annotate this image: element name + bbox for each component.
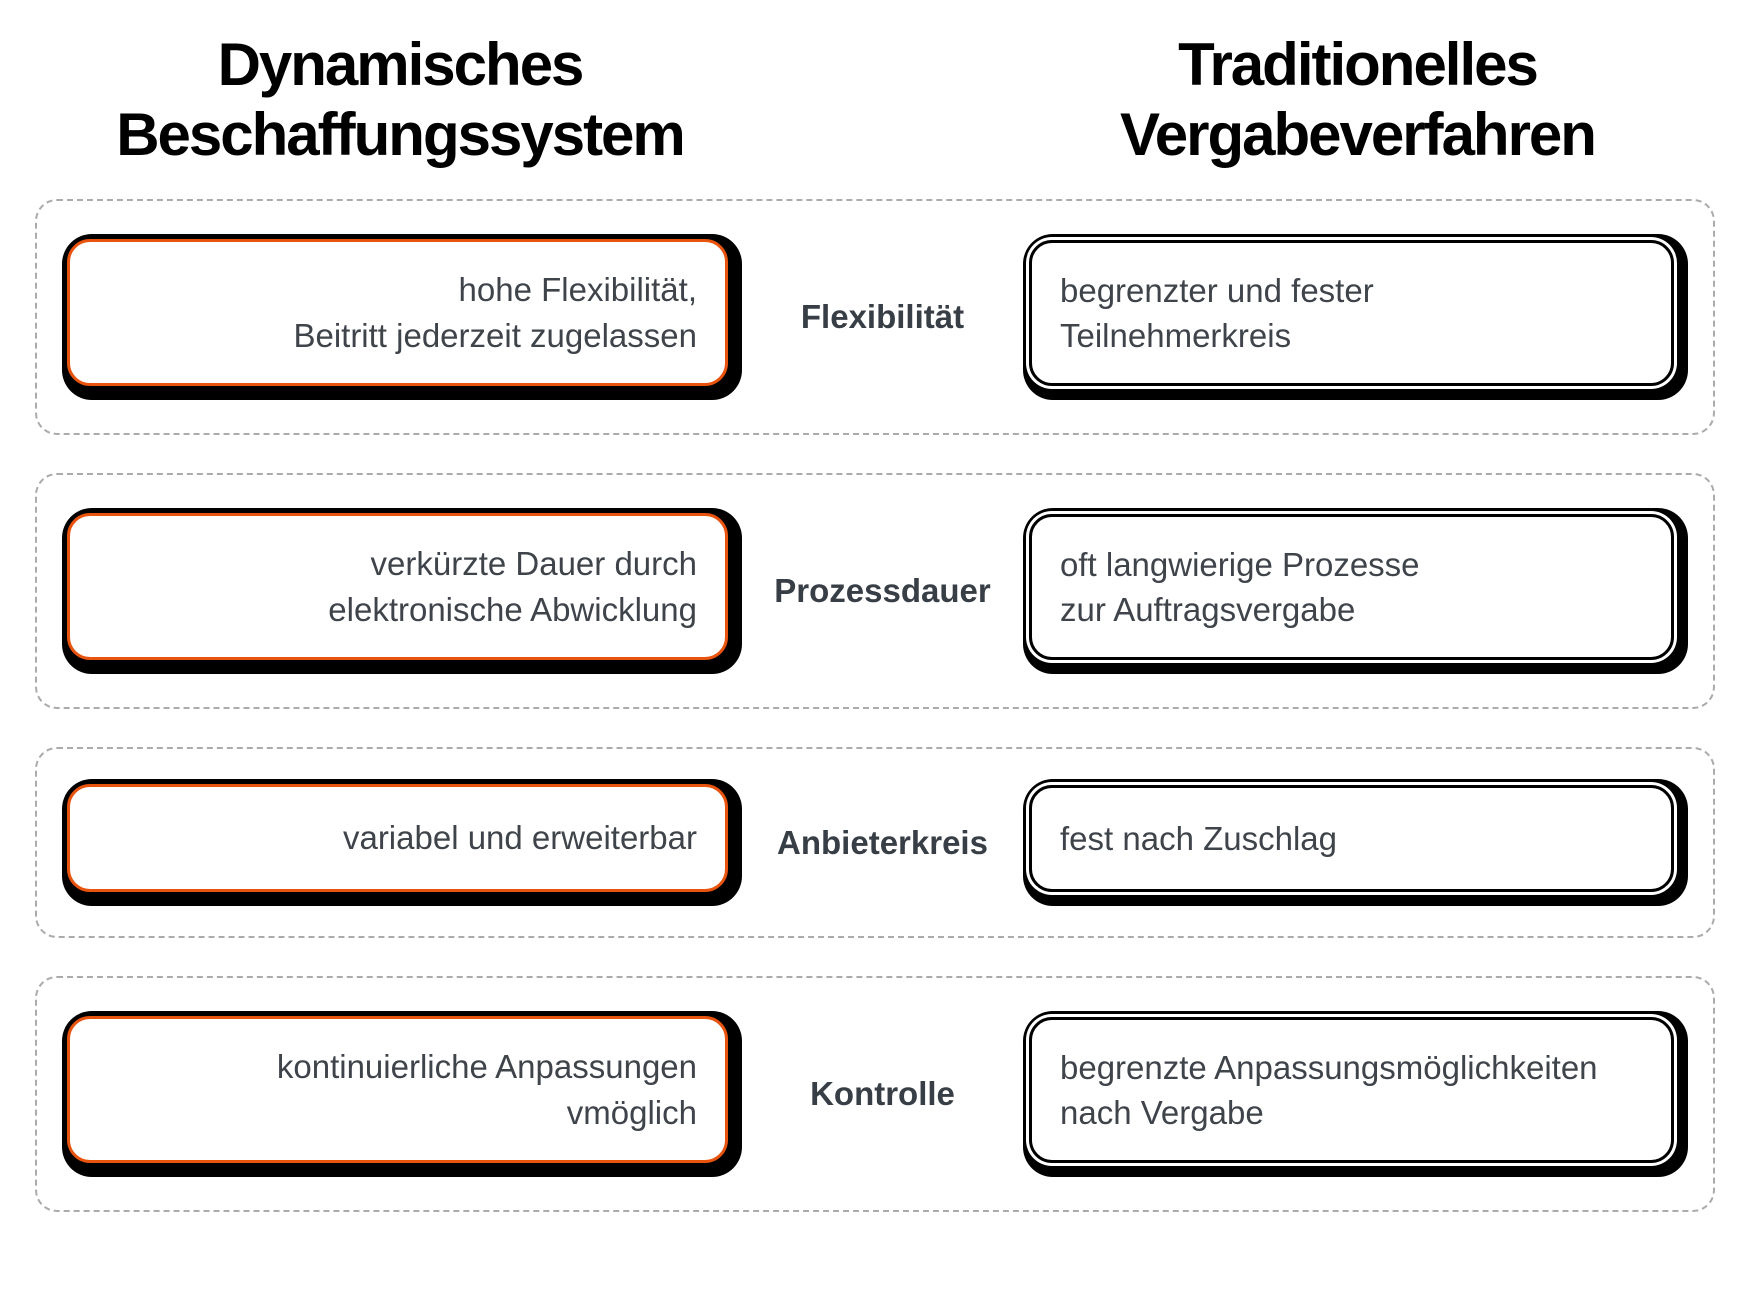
header-spacer bbox=[740, 30, 1025, 169]
dynamic-system-box: hohe Flexibilität,Beitritt jederzeit zug… bbox=[62, 234, 742, 401]
comparison-row-flexibility: hohe Flexibilität,Beitritt jederzeit zug… bbox=[35, 199, 1715, 436]
dynamic-system-value: variabel und erweiterbar bbox=[67, 784, 728, 893]
comparison-row-supplier-circle: variabel und erweiterbar Anbieterkreis f… bbox=[35, 747, 1715, 939]
attribute-label: Flexibilität bbox=[800, 298, 965, 336]
column-header-traditional-process: Traditionelles Vergabeverfahren bbox=[1120, 31, 1597, 168]
attribute-label: Prozessdauer bbox=[774, 572, 991, 610]
comparison-diagram: hohe Flexibilität,Beitritt jederzeit zug… bbox=[35, 199, 1715, 1213]
traditional-process-box: fest nach Zuschlag bbox=[1023, 779, 1688, 907]
attribute-label: Kontrolle bbox=[810, 1075, 955, 1113]
column-header-dynamic-system: Dynamisches Beschaffungssystem bbox=[116, 31, 686, 168]
dynamic-system-box: variabel und erweiterbar bbox=[62, 779, 742, 907]
traditional-process-value: fest nach Zuschlag bbox=[1029, 785, 1674, 893]
dynamic-system-value: hohe Flexibilität,Beitritt jederzeit zug… bbox=[67, 239, 728, 387]
column-headers: Dynamisches Beschaffungssystem Tradition… bbox=[35, 30, 1715, 169]
attribute-label: Anbieterkreis bbox=[777, 823, 988, 861]
